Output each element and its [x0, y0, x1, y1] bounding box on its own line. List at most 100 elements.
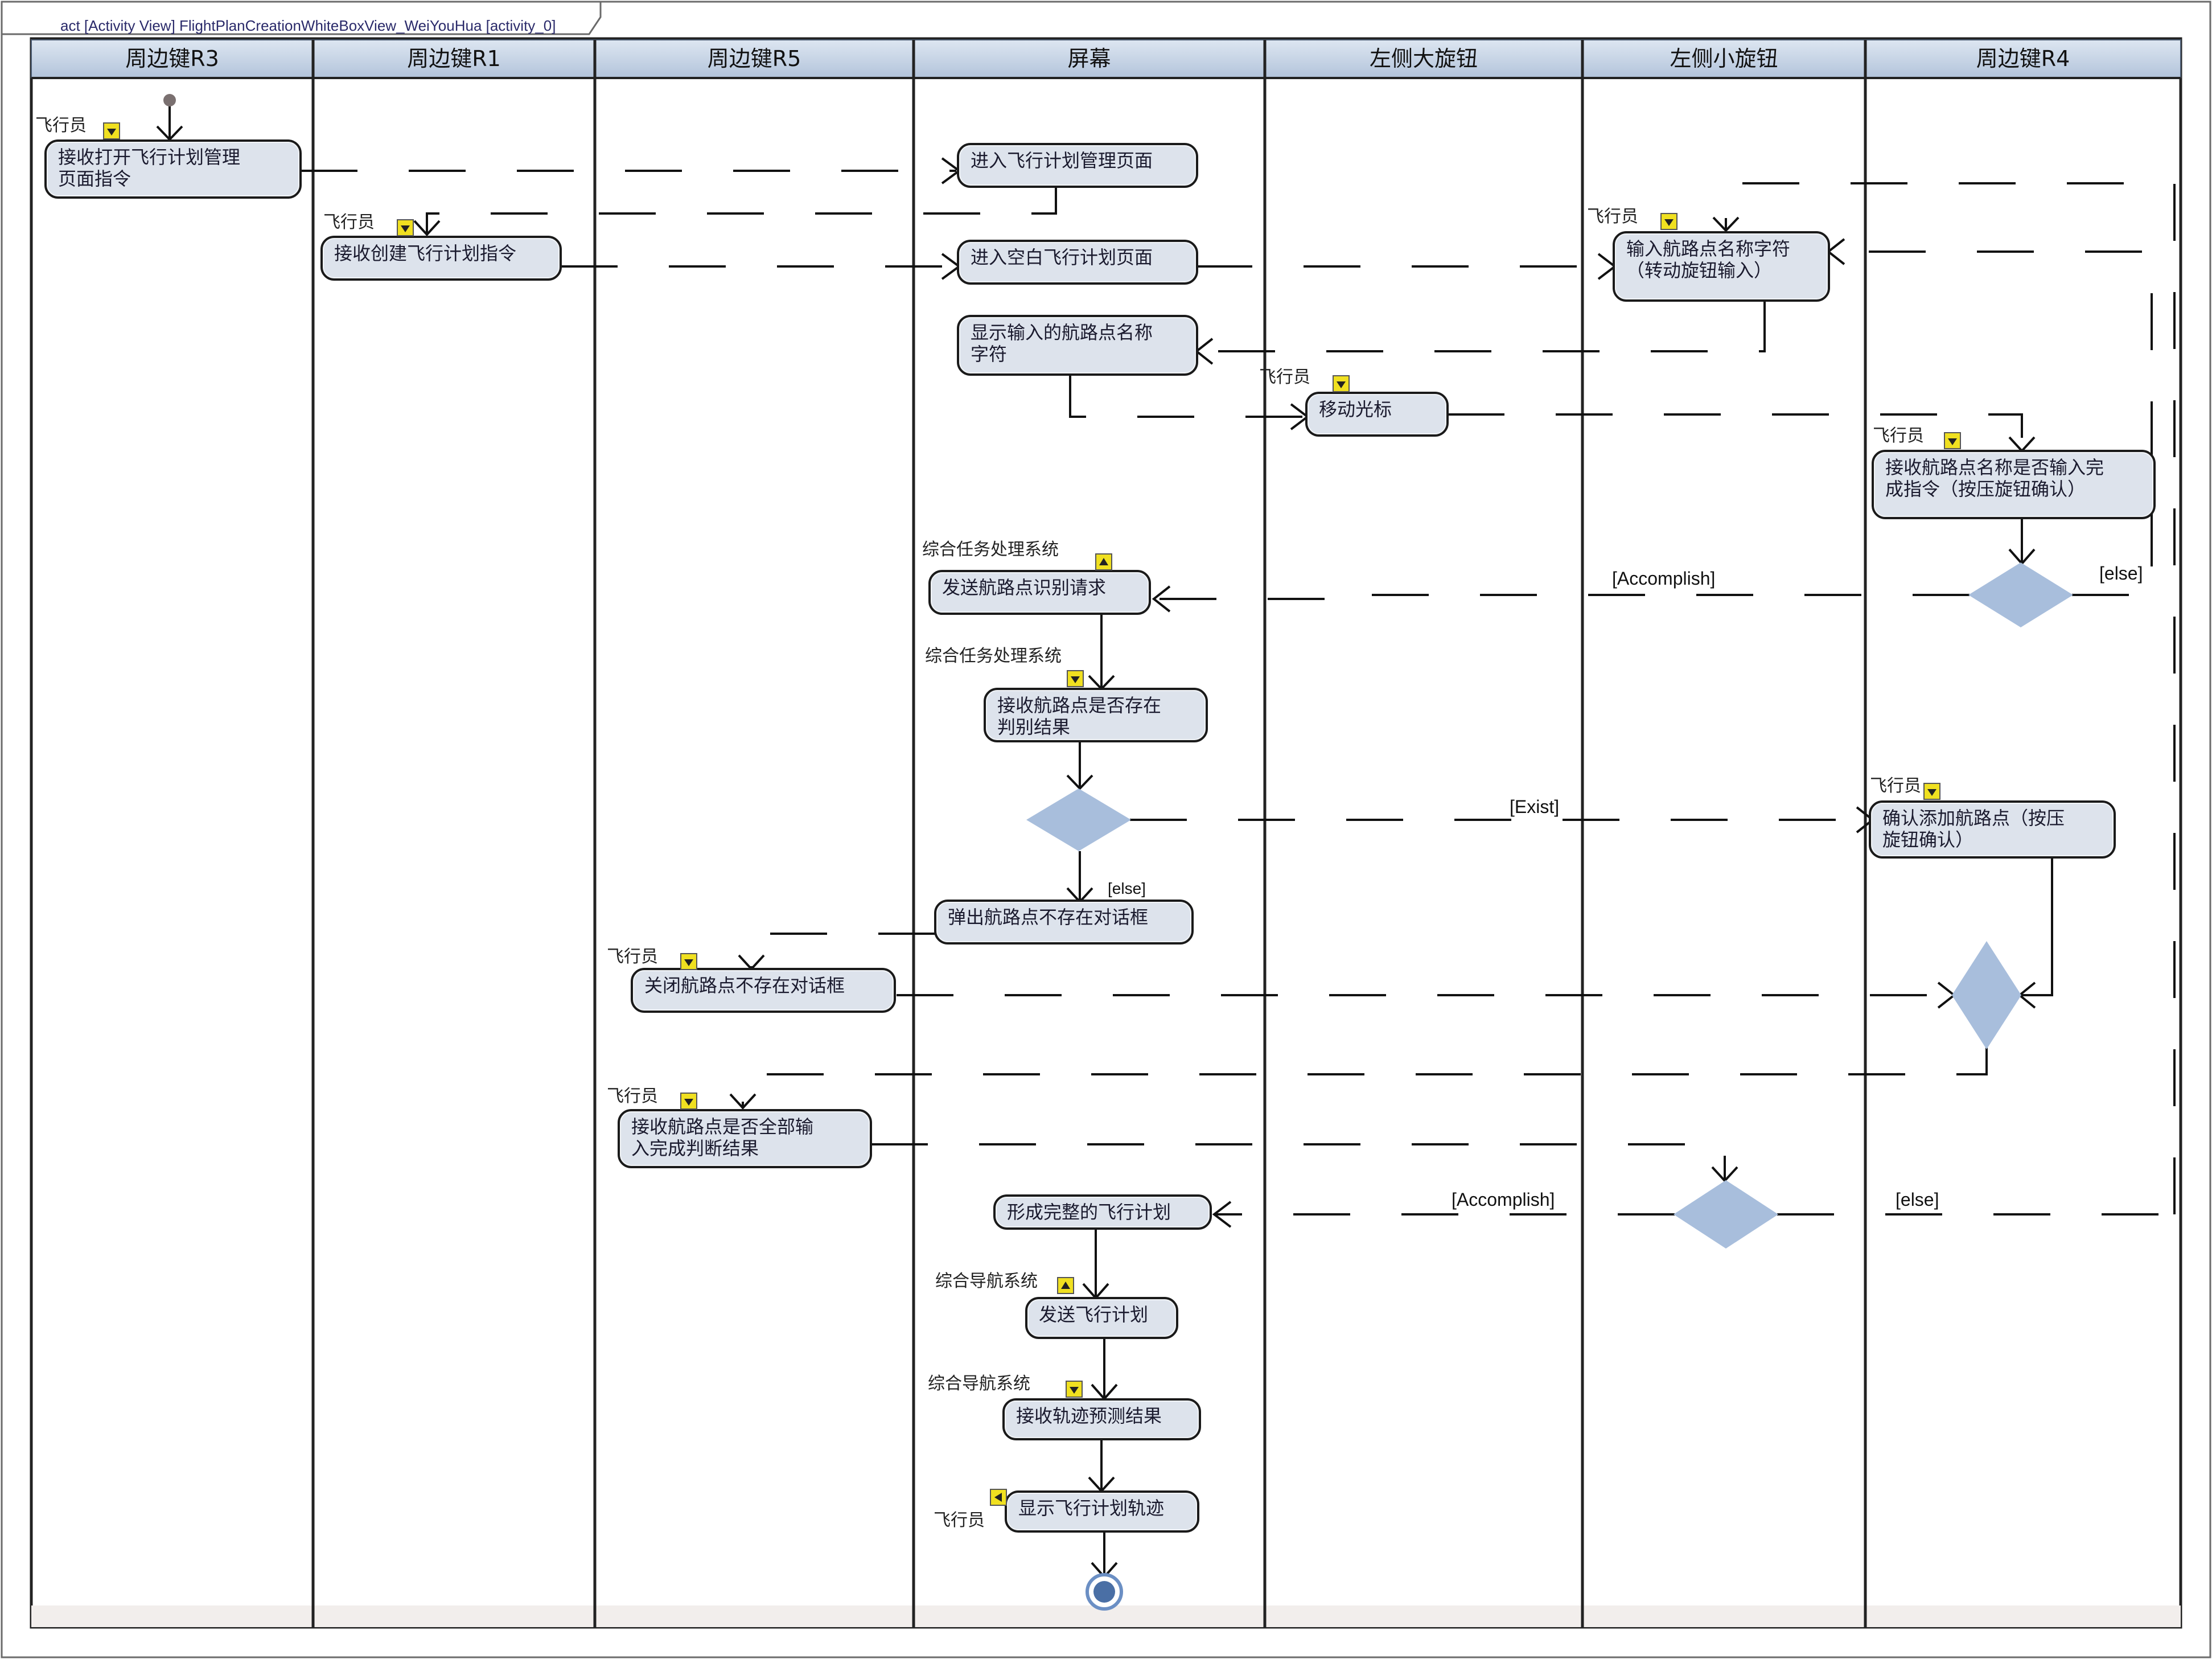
- pin-down-icon: [1660, 213, 1677, 230]
- action-label: 发送飞行计划: [1039, 1304, 1148, 1325]
- participant-label: 综合任务处理系统: [925, 646, 1062, 666]
- guard-accomplish-2: [Accomplish]: [1452, 1189, 1555, 1210]
- flow-a6-a7: [1069, 376, 1305, 418]
- final-node: [1086, 1573, 1123, 1611]
- action-a4: 进入空白飞行计划页面: [957, 240, 1198, 285]
- pin-down-icon: [680, 953, 697, 970]
- participant-label: 飞行员: [934, 1510, 985, 1530]
- action-a17: 接收轨迹预测结果 综合导航系统: [928, 1374, 1201, 1440]
- participant-label: 飞行员: [35, 116, 87, 135]
- flow-d1-a5: [1830, 251, 2153, 596]
- initial-node: [163, 94, 176, 106]
- lane-header-7: [1865, 39, 2181, 78]
- action-label: 移动光标: [1319, 399, 1392, 420]
- action-label: 旋钮确认）: [1882, 829, 1973, 851]
- pin-down-icon: [1944, 432, 1961, 449]
- lane-title-2: 周边键R1: [407, 46, 501, 71]
- action-a5: 输入航路点名称字符（转动旋钮输入） 飞行员: [1587, 207, 1830, 302]
- lane-title-3: 周边键R5: [708, 46, 801, 71]
- pin-down-icon: [1923, 783, 1940, 800]
- action-label: 发送航路点识别请求: [942, 577, 1106, 598]
- action-label: 关闭航路点不存在对话框: [644, 975, 845, 996]
- participant-label: 飞行员: [1873, 426, 1924, 446]
- lane-header-1: [31, 39, 314, 78]
- lane-title-7: 周边键R4: [1976, 46, 2070, 71]
- flow-a7-a8: [1448, 413, 2023, 450]
- action-a2: 进入飞行计划管理页面: [957, 143, 1198, 188]
- lane-title-1: 周边键R3: [125, 46, 219, 71]
- action-label: 接收轨迹预测结果: [1016, 1405, 1162, 1427]
- action-a3: 接收创建飞行计划指令 飞行员: [320, 212, 562, 281]
- action-label: 弹出航路点不存在对话框: [948, 906, 1148, 928]
- action-label: 显示飞行计划轨迹: [1018, 1497, 1164, 1519]
- participant-label: 综合导航系统: [928, 1374, 1030, 1394]
- flow-a2-a3: [426, 181, 1057, 235]
- action-label: 确认添加航路点（按压: [1882, 807, 2065, 829]
- participant-label: 飞行员: [607, 947, 658, 967]
- participant-label: 飞行员: [607, 1086, 658, 1106]
- guard-else-3: [else]: [1896, 1189, 1939, 1210]
- action-a9: 发送航路点识别请求 综合任务处理系统: [922, 540, 1151, 615]
- action-a15: 形成完整的飞行计划: [993, 1194, 1212, 1230]
- decision-node-1: [1968, 562, 2073, 627]
- participant-label: 飞行员: [1870, 776, 1921, 796]
- pin-down-icon: [1333, 375, 1350, 392]
- guard-else-2: [else]: [1108, 880, 1146, 897]
- guard-accomplish-1: [Accomplish]: [1612, 568, 1715, 589]
- pin-down-icon: [1066, 1381, 1083, 1398]
- action-label: 输入航路点名称字符: [1626, 238, 1790, 260]
- action-label: 接收创建飞行计划指令: [334, 243, 516, 264]
- participant-label: 飞行员: [1587, 207, 1638, 227]
- participant-label: 飞行员: [1259, 367, 1310, 387]
- action-label: 页面指令: [58, 168, 131, 190]
- participant-label: 飞行员: [323, 212, 375, 232]
- flow-a11-d3: [2021, 857, 2053, 996]
- guard-else-1: [else]: [2099, 563, 2143, 584]
- action-label: 接收航路点名称是否输入完: [1885, 457, 2104, 478]
- action-a12: 弹出航路点不存在对话框: [934, 900, 1194, 945]
- pin-down-icon: [1067, 670, 1084, 687]
- action-label: 成指令（按压旋钮确认）: [1885, 478, 2086, 500]
- action-label: 接收打开飞行计划管理: [58, 146, 240, 168]
- decision-node-4: [1674, 1180, 1778, 1249]
- action-label: 入完成判断结果: [631, 1138, 759, 1159]
- decision-node-2: [1026, 789, 1131, 851]
- action-label: 形成完整的飞行计划: [1007, 1201, 1171, 1223]
- guard-exist: [Exist]: [1510, 796, 1559, 817]
- action-label: 接收航路点是否存在: [997, 695, 1161, 716]
- action-a13: 关闭航路点不存在对话框 飞行员: [607, 947, 896, 1013]
- frame-tab: [2, 2, 602, 35]
- lane-title-4: 屏幕: [1067, 46, 1111, 71]
- action-label: 字符: [971, 343, 1007, 365]
- action-label: 接收航路点是否全部输: [631, 1116, 813, 1138]
- pin-up-icon: [1095, 553, 1112, 570]
- lane-title-5: 左侧大旋钮: [1370, 46, 1478, 71]
- pin-left-icon: [990, 1489, 1007, 1506]
- flow-d3-a14: [742, 1048, 1988, 1107]
- flow-a14-d4: [871, 1143, 1726, 1180]
- lane-title-6: 左侧小旋钮: [1670, 46, 1778, 71]
- flow-a5-a6: [1198, 300, 1766, 352]
- participant-label: 综合任务处理系统: [922, 540, 1059, 560]
- action-a11: 确认添加航路点（按压旋钮确认） 飞行员: [1869, 776, 2116, 859]
- action-label: （转动旋钮输入）: [1626, 260, 1772, 281]
- pin-up-icon: [1057, 1277, 1074, 1294]
- action-label: 进入空白飞行计划页面: [971, 247, 1153, 268]
- pin-down-icon: [103, 122, 120, 139]
- participant-label: 综合导航系统: [935, 1271, 1038, 1291]
- pin-down-icon: [397, 219, 414, 236]
- pin-down-icon: [680, 1093, 697, 1110]
- action-label: 显示输入的航路点名称: [971, 322, 1153, 343]
- action-label: 判别结果: [997, 716, 1070, 738]
- frame-title: act [Activity View] FlightPlanCreationWh…: [60, 17, 556, 34]
- action-label: 进入飞行计划管理页面: [971, 150, 1153, 171]
